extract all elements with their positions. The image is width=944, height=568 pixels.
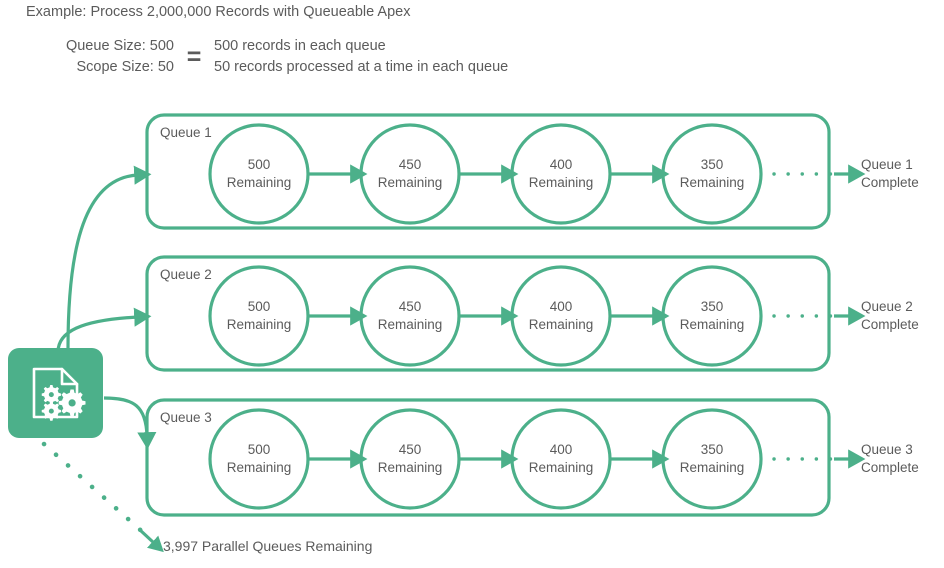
queue-3-complete-line2: Complete [861,460,919,475]
queue-2-step-3-unit: Remaining [528,317,594,332]
queue-1-step-3-unit: Remaining [528,175,594,190]
queue-1-complete-line2: Complete [861,175,919,190]
source-to-queue-1-arrow [66,165,152,349]
legend-right-column: 500 records in each queue 50 records pro… [214,36,508,78]
queue-1-complete-label: Queue 1 Complete [861,156,919,192]
legend-left-column: Queue Size: 500 Scope Size: 50 [26,36,174,78]
queue-3-complete-label: Queue 3 Complete [861,441,919,477]
queue-1-step-3-count: 400 [549,157,573,172]
queue-2-step-3-text: 400 Remaining [506,298,616,334]
queue-2-step-1-circle [208,265,310,367]
queue-1-complete-line1: Queue 1 [861,157,913,172]
queue-2-step-4-text: 350 Remaining [657,298,767,334]
legend-records-per-queue: 500 records in each queue [214,38,386,54]
source-to-queue-3-arrow [103,396,157,450]
queue-2-step-2-unit: Remaining [377,317,443,332]
queue-1-step-1-count: 500 [247,157,271,172]
queue-3-step-4-count: 350 [700,442,724,457]
queue-2-step-1-count: 500 [247,299,271,314]
queue-3-step-4-text: 350 Remaining [657,441,767,477]
legend-queue-size: Queue Size: 500 [65,38,174,54]
legend-equals-sign: = [186,43,202,71]
queue-3-step-1-unit: Remaining [226,460,292,475]
queue-3-step-1-circle [208,408,310,510]
queue-1-step-2-text: 450 Remaining [355,156,465,192]
remaining-queues-dotted-line [41,441,149,538]
queue-3-step-2-count: 450 [398,442,422,457]
queue-2-step-2-text: 450 Remaining [355,298,465,334]
legend-block: Queue Size: 500 Scope Size: 50 = 500 rec… [26,36,508,78]
queue-1-step-4-unit: Remaining [679,175,745,190]
queue-3-label: Queue 3 [160,410,212,425]
queue-2-complete-line1: Queue 2 [861,299,913,314]
queue-3-step-3-count: 400 [549,442,573,457]
queue-3-step-3-unit: Remaining [528,460,594,475]
legend-records-per-batch: 50 records processed at a time in each q… [214,59,509,75]
queue-1-step-4-count: 350 [700,157,724,172]
queue-2-step-3-count: 400 [549,299,573,314]
queue-3-step-1-text: 500 Remaining [204,441,314,477]
queue-2-step-1-text: 500 Remaining [204,298,314,334]
queue-3-step-1-count: 500 [247,442,271,457]
queue-1-step-4-text: 350 Remaining [657,156,767,192]
queue-1-step-2-count: 450 [398,157,422,172]
queue-1-step-1-unit: Remaining [226,175,292,190]
source-to-queue-2-arrow [56,307,152,353]
queue-2-complete-label: Queue 2 Complete [861,298,919,334]
queue-3-complete-line1: Queue 3 [861,442,913,457]
queue-container-3 [145,398,831,517]
queue-1-step-1-circle [208,123,310,225]
queue-3-step-3-text: 400 Remaining [506,441,616,477]
queue-2-complete-line2: Complete [861,317,919,332]
queue-1-step-2-unit: Remaining [377,175,443,190]
queue-2-step-4-count: 350 [700,299,724,314]
queue-2-step-4-unit: Remaining [679,317,745,332]
queue-1-step-3-text: 400 Remaining [506,156,616,192]
gear-large-icon [58,389,86,417]
remaining-queues-label: 3,997 Parallel Queues Remaining [163,538,373,554]
queue-3-step-2-text: 450 Remaining [355,441,465,477]
legend-scope-size: Scope Size: 50 [76,59,174,75]
queue-3-step-4-unit: Remaining [679,460,745,475]
queue-1-label: Queue 1 [160,125,212,140]
page-title: Example: Process 2,000,000 Records with … [26,4,411,20]
gear-small-upper-icon [41,385,61,405]
queue-1-step-1-text: 500 Remaining [204,156,314,192]
queue-2-step-2-count: 450 [398,299,422,314]
queue-3-step-2-unit: Remaining [377,460,443,475]
remaining-queues-arrowhead [138,528,164,553]
queue-2-step-1-unit: Remaining [226,317,292,332]
queue-2-label: Queue 2 [160,267,212,282]
document-fold-icon [60,367,79,386]
gear-small-lower-icon [41,401,61,421]
